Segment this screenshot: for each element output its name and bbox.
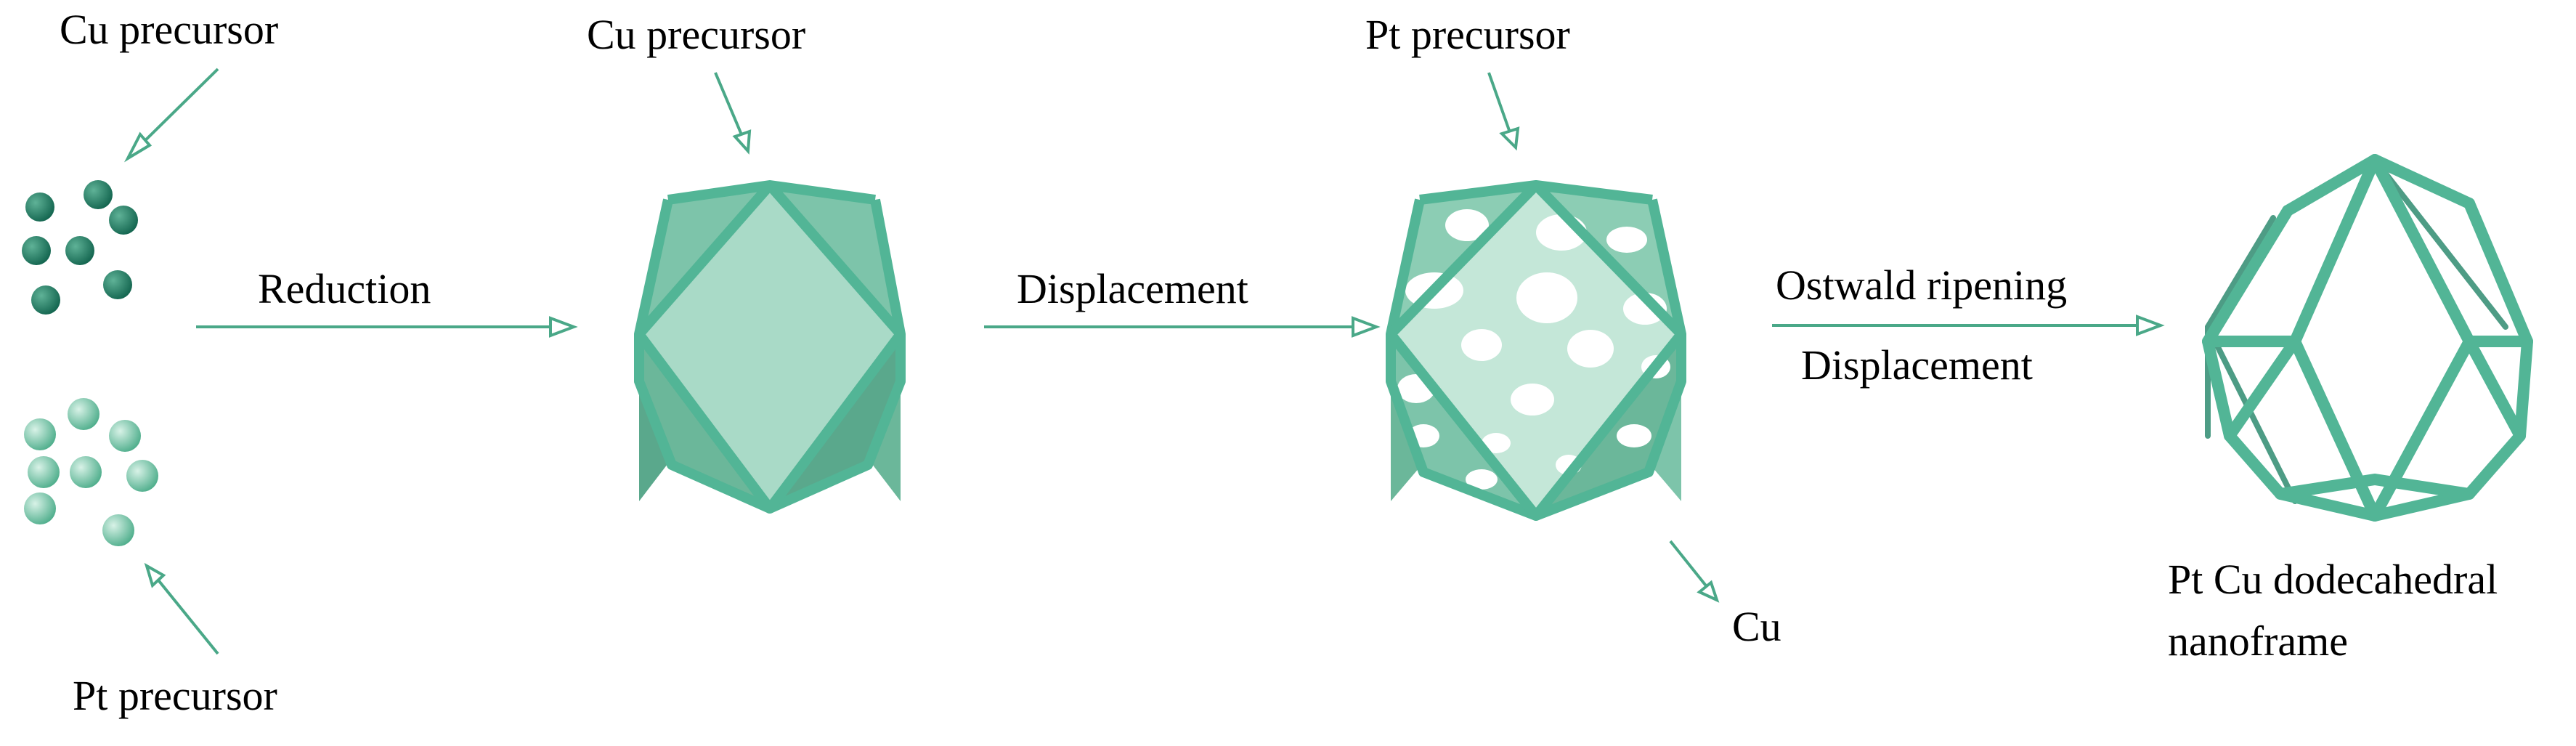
label-displacement-2: Displacement	[1801, 341, 2033, 389]
label-cu-precursor-top: Cu precursor	[587, 11, 806, 58]
label-cu-released: Cu	[1732, 603, 1781, 650]
pt-sphere	[126, 460, 158, 492]
label-reduction: Reduction	[258, 265, 431, 312]
label-pt-precursor-left: Pt precursor	[73, 672, 277, 719]
pt-sphere	[70, 456, 102, 488]
cu-sphere	[65, 236, 94, 265]
cu-sphere	[25, 192, 54, 222]
cu-sphere	[84, 180, 113, 209]
label-pt-precursor-top: Pt precursor	[1365, 11, 1570, 58]
pointer-arrows	[124, 68, 1720, 655]
arrow-reduction	[196, 316, 578, 338]
label-cu-precursor-left: Cu precursor	[60, 6, 279, 53]
process-arrows	[196, 315, 2165, 338]
cu-sphere	[103, 270, 132, 299]
pt-sphere	[109, 420, 141, 452]
pt-precursor-spheres	[24, 398, 158, 546]
cu-sphere	[31, 285, 60, 315]
label-product-line2: nanoframe	[2168, 617, 2348, 665]
arrow-cu-precursor-left	[124, 68, 219, 163]
label-ostwald-ripening: Ostwald ripening	[1776, 261, 2068, 309]
arrow-cu-precursor-top	[714, 72, 752, 155]
pt-sphere	[24, 418, 56, 450]
label-displacement-1: Displacement	[1017, 265, 1248, 312]
cu-sphere	[109, 206, 138, 235]
pt-sphere	[68, 398, 99, 430]
label-product-line1: Pt Cu dodecahedral	[2168, 556, 2498, 603]
arrow-ostwald-displacement	[1772, 315, 2165, 336]
pt-sphere	[28, 456, 60, 488]
arrow-cu-released	[1669, 540, 1720, 603]
arrow-displacement-1	[984, 316, 1381, 338]
arrow-pt-precursor-left	[144, 562, 219, 655]
face-center	[1391, 185, 1681, 516]
ptcu-nanoframe	[2202, 154, 2533, 522]
arrow-pt-precursor-top	[1487, 72, 1520, 151]
pt-sphere	[24, 492, 56, 524]
etched-dodecahedron	[1386, 180, 1686, 521]
cu-dodecahedron	[634, 180, 906, 514]
pt-sphere	[102, 514, 134, 546]
cu-sphere	[22, 236, 51, 265]
cu-precursor-spheres	[22, 180, 138, 315]
